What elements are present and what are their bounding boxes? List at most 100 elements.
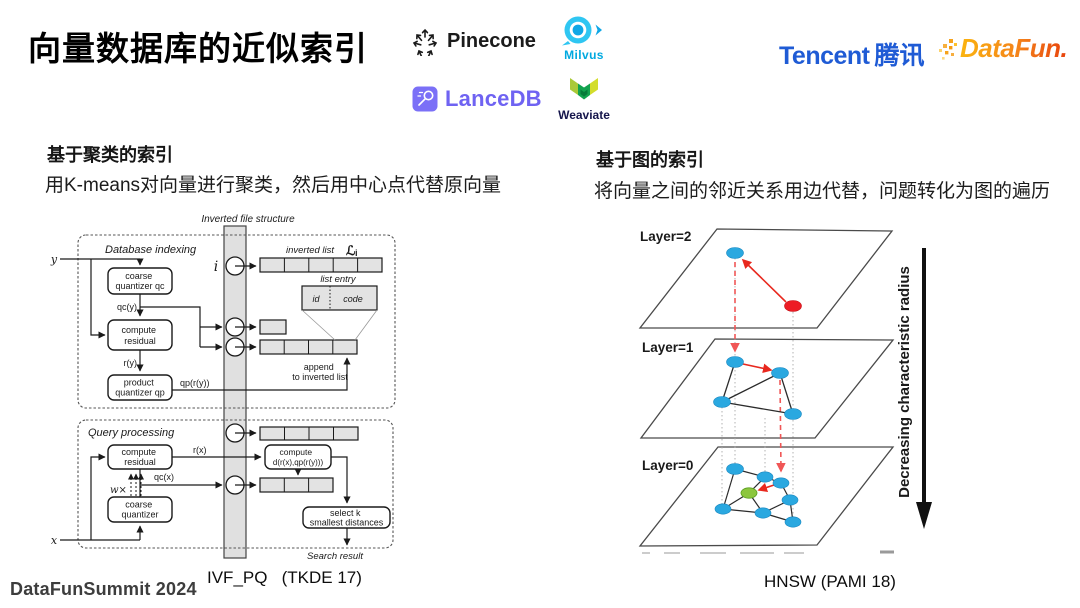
compute-distance-box: compute d(r(x),qp(r(y))) xyxy=(264,442,332,470)
list-entry-id: id xyxy=(312,294,320,304)
query-list-bar-top xyxy=(259,426,359,441)
layer1-label: Layer=1 xyxy=(642,340,694,355)
lancedb-logo: LanceDB xyxy=(412,86,542,112)
query-node xyxy=(784,300,802,312)
node-l1-a xyxy=(726,356,744,368)
search-arrow-l1 xyxy=(742,363,773,374)
database-indexing-label: Database indexing xyxy=(105,244,197,256)
layer0-plane xyxy=(638,446,895,547)
compute-residual-db-box: compute residual xyxy=(107,319,173,351)
coarse-quantizer-db-box: coarse quantizer qc xyxy=(107,267,173,295)
residual-q-line2: residual xyxy=(124,457,156,467)
product-quantizer-box: product quantizer qp xyxy=(107,374,173,401)
svg-text:product quantizer qp: product quantizer qp xyxy=(115,378,165,398)
list-entry-code: code xyxy=(343,294,363,304)
qcy-label: qc(y) xyxy=(117,302,137,312)
append-label: append to inverted list xyxy=(292,362,348,382)
append-line2: to inverted list xyxy=(292,372,348,382)
descent-arrow-l1-l0 xyxy=(776,379,786,473)
cluster-section-heading: 基于聚类的索引 xyxy=(47,145,173,165)
svg-text:compute residual: compute residual xyxy=(121,325,158,346)
graph-section-heading: 基于图的索引 xyxy=(596,150,704,170)
weaviate-icon xyxy=(570,78,598,100)
node-l0-3 xyxy=(772,477,790,489)
radius-axis-arrowhead xyxy=(916,502,932,529)
coarse-quantizer-query-box: coarse quantizer xyxy=(107,496,173,523)
search-arrow-l0 xyxy=(757,482,775,493)
database-indexing-box xyxy=(77,234,396,409)
coarse-db-line2: quantizer qc xyxy=(115,281,165,291)
layer2-plane xyxy=(638,228,894,329)
hnsw-caption: HNSW (PAMI 18) xyxy=(764,572,896,591)
index-i-label: i xyxy=(214,259,218,275)
weaviate-label: Weaviate xyxy=(558,108,610,122)
pinecone-label: Pinecone xyxy=(447,29,536,52)
compute-d-line2: d(r(x),qp(r(y))) xyxy=(273,458,324,467)
layer1-plane xyxy=(639,338,895,439)
inverted-list-bar xyxy=(259,257,383,273)
graph-nodes xyxy=(713,247,802,528)
svg-text:coarse quantizer qc: coarse quantizer qc xyxy=(115,271,165,291)
node-l0-5 xyxy=(781,494,799,506)
node-l0-1 xyxy=(726,463,744,475)
search-result-label: Search result xyxy=(307,551,363,562)
search-arrow-l2 xyxy=(741,258,787,303)
node-l1-d xyxy=(784,408,802,420)
query-processing-label: Query processing xyxy=(88,427,175,439)
pinecone-icon xyxy=(412,29,438,56)
result-node-green xyxy=(740,487,758,499)
cluster-section-description: 用K-means对向量进行聚类，然后用中心点代替原向量 xyxy=(45,175,502,196)
datafun-dots-icon xyxy=(939,38,957,60)
tencent-label-cn: 腾讯 xyxy=(874,42,925,70)
coarse-db-line1: coarse xyxy=(125,271,152,281)
list-entry-label: list entry xyxy=(320,274,357,285)
milvus-logo: Milvus xyxy=(558,15,610,62)
y-input-label: y xyxy=(50,253,58,266)
datafun-label: DataFun. xyxy=(960,33,1068,63)
query-list-bar-mid xyxy=(259,477,334,493)
layer2-label: Layer=2 xyxy=(640,229,691,244)
layer0-label: Layer=0 xyxy=(642,458,693,473)
x-input-label: x xyxy=(51,534,58,547)
radius-axis-label: Decreasing characteristic radius xyxy=(896,266,913,498)
compute-residual-query-box: compute residual xyxy=(107,444,173,470)
event-footer: DataFunSummit 2024 xyxy=(10,579,197,599)
layer1-edges xyxy=(721,361,794,415)
append-line1: append xyxy=(304,362,334,372)
select-k-box: select k smallest distances xyxy=(302,506,391,529)
milvus-icon xyxy=(562,16,602,46)
lancedb-label: LanceDB xyxy=(445,86,542,111)
tencent-label-en: Tencent xyxy=(779,42,870,70)
coarse-q-line1: coarse xyxy=(125,500,152,510)
svg-text:select k smallest dist: select k smallest distances xyxy=(310,508,384,528)
node-l1-b xyxy=(771,367,789,379)
svg-text:coarse quantizer: coarse quantizer xyxy=(121,500,158,520)
ry-label: r(y) xyxy=(124,358,138,368)
residual-db-line2: residual xyxy=(124,336,156,346)
lancedb-icon xyxy=(412,86,438,112)
pinecone-logo: Pinecone xyxy=(410,26,536,56)
ivf-pq-caption: IVF_PQ (TKDE 17) xyxy=(207,568,362,587)
hnsw-figure: Layer=2 Layer=1 Layer=0 xyxy=(638,228,932,554)
faded-caption-fragments xyxy=(642,550,894,554)
list-entry-box: id code xyxy=(301,285,378,311)
inverted-file-bar xyxy=(223,225,247,559)
compute-d-line1: compute xyxy=(279,447,312,457)
node-l0-8 xyxy=(784,516,802,528)
residual-q-line1: compute xyxy=(121,447,156,457)
select-k-line2: smallest distances xyxy=(310,518,384,528)
inverted-file-structure-label: Inverted file structure xyxy=(201,214,295,225)
query-processing-box xyxy=(77,419,394,549)
svg-text:compute residual: compute residual xyxy=(121,447,158,467)
svg-text:compute d(r(x),qp(r(y): compute d(r(x),qp(r(y))) xyxy=(273,442,324,467)
node-entry-l2 xyxy=(726,247,744,259)
graph-section-description: 将向量之间的邻近关系用边代替，问题转化为图的遍历 xyxy=(594,181,1051,202)
residual-db-line1: compute xyxy=(121,325,156,335)
wx-label: w× xyxy=(110,485,127,496)
inverted-list-label: inverted list xyxy=(286,245,334,256)
node-l0-7 xyxy=(754,507,772,519)
coarse-q-line2: quantizer xyxy=(121,510,158,520)
projection-lines xyxy=(721,258,794,517)
product-line1: product xyxy=(124,378,155,388)
